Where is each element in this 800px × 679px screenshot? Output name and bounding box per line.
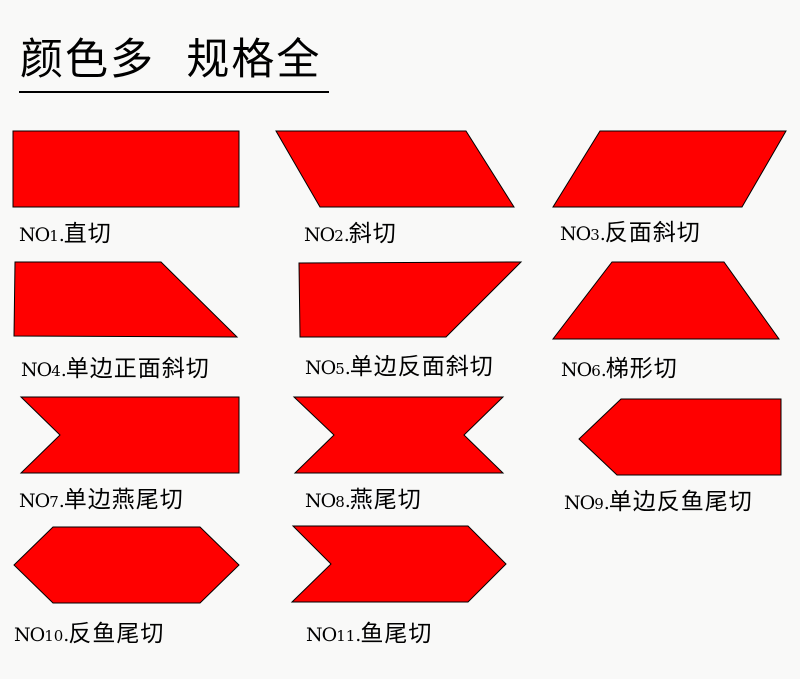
label-no11: NO11.鱼尾切 bbox=[306, 621, 433, 647]
label-no4: NO4.单边正面斜切 bbox=[21, 356, 210, 382]
shape-straight-cut bbox=[12, 130, 240, 208]
shape-swallowtail-cut bbox=[292, 396, 505, 474]
shape-fishtail-cut bbox=[290, 525, 507, 603]
shape-bevel-cut bbox=[275, 130, 515, 208]
shape-single-reverse-fishtail-cut bbox=[578, 398, 782, 476]
label-no8: NO8.燕尾切 bbox=[305, 487, 422, 513]
label-no9: NO9.单边反鱼尾切 bbox=[564, 489, 753, 515]
shape-single-side-bevel-cut bbox=[13, 261, 239, 338]
title-underline bbox=[19, 91, 329, 93]
label-no1: NO1.直切 bbox=[19, 221, 112, 247]
shape-single-swallowtail-cut bbox=[19, 396, 240, 474]
shape-reverse-bevel-cut bbox=[552, 130, 787, 208]
shape-reverse-fishtail-cut bbox=[13, 526, 240, 604]
label-no6: NO6.梯形切 bbox=[561, 356, 678, 382]
label-no7: NO7.单边燕尾切 bbox=[19, 487, 184, 513]
label-no10: NO10.反鱼尾切 bbox=[14, 621, 165, 647]
shape-trapezoid-cut bbox=[551, 261, 780, 340]
label-no3: NO3.反面斜切 bbox=[560, 220, 701, 246]
page-title: 颜色多 规格全 bbox=[20, 35, 322, 85]
label-no5: NO5.单边反面斜切 bbox=[305, 354, 494, 380]
shape-single-side-reverse-bevel-cut bbox=[298, 261, 523, 338]
label-no2: NO2.斜切 bbox=[304, 221, 397, 247]
